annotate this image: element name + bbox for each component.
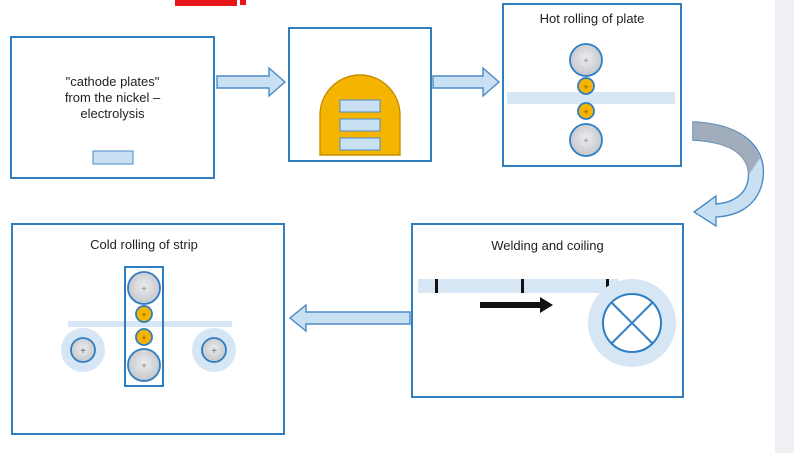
side-panel (775, 0, 794, 453)
svg-text:+: + (141, 284, 147, 295)
box-hot-rolling: + + + + (502, 3, 682, 167)
cathode-label-line3: electrolysis (80, 106, 145, 121)
cathode-plate (92, 150, 134, 165)
roller-plus-icon (135, 305, 153, 323)
svg-text:+: + (80, 346, 86, 357)
roller-plus-icon (577, 102, 595, 120)
box-cold-rolling: + + + + + + (11, 223, 285, 435)
roller-plus-icon (70, 337, 96, 363)
furnace-plate (339, 99, 381, 113)
welding-title: Welding and coiling (491, 238, 604, 253)
roller-plus-icon (201, 337, 227, 363)
furnace-plate (339, 137, 381, 151)
title-fragment (175, 0, 237, 6)
roller-plus-icon (569, 123, 603, 157)
cathode-label-line2: from the nickel – (64, 90, 161, 105)
box-welding-coiling (411, 223, 684, 398)
title-fragment-dot (240, 0, 246, 5)
right-arrow-icon (216, 66, 287, 98)
svg-text:+: + (211, 346, 217, 357)
furnace-plate (339, 118, 381, 132)
plate-strip (507, 92, 675, 104)
weld-mark (521, 279, 524, 293)
svg-text:+: + (583, 107, 588, 117)
svg-text:+: + (583, 56, 589, 67)
roller-plus-icon (127, 348, 161, 382)
roller-plus-icon (577, 77, 595, 95)
weld-mark (606, 279, 609, 290)
roller-plus-icon (569, 43, 603, 77)
cathode-label-line1: "cathode plates" (65, 74, 160, 89)
furnace-icon (319, 74, 401, 156)
left-arrow-icon (288, 303, 411, 333)
hot-rolling-title: Hot rolling of plate (539, 11, 645, 26)
strip (418, 279, 618, 293)
strip (68, 321, 232, 327)
svg-text:+: + (583, 136, 589, 147)
roller-plus-icon (135, 328, 153, 346)
right-arrow-icon (432, 66, 501, 98)
svg-text:+: + (141, 333, 146, 343)
cold-rolling-title: Cold rolling of strip (90, 237, 198, 252)
box-furnace (288, 27, 432, 162)
weld-mark (435, 279, 438, 293)
svg-text:+: + (141, 310, 146, 320)
roll-stand (124, 266, 164, 387)
svg-text:+: + (141, 361, 147, 372)
roller-plus-icon (127, 271, 161, 305)
curved-arrow-icon (692, 121, 765, 228)
box-cathode-plates (10, 36, 215, 179)
svg-text:+: + (583, 82, 588, 92)
cathode-label: "cathode plates" from the nickel – elect… (11, 74, 214, 122)
direction-arrow-icon (480, 297, 553, 313)
